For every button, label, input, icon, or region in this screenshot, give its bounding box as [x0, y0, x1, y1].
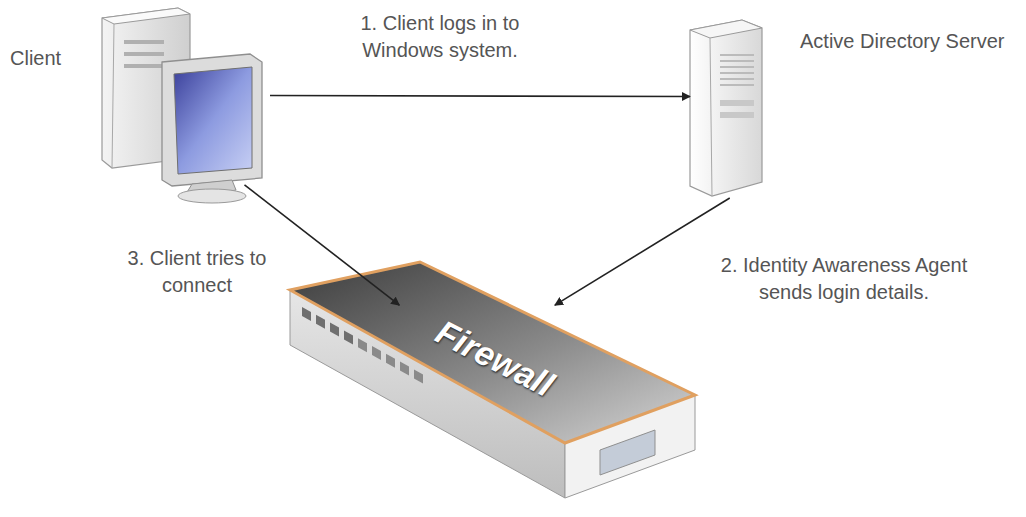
firewall-node: Firewall	[290, 262, 695, 498]
port-row	[302, 307, 423, 383]
arrow-connector	[270, 96, 690, 97]
port	[330, 323, 339, 337]
arrow-connector	[555, 198, 730, 305]
port	[344, 330, 353, 344]
firewall-appliance	[290, 262, 695, 498]
arrow-connector	[245, 185, 400, 305]
port	[372, 346, 381, 360]
step-label: 2. Identity Awareness Agent sends login …	[698, 252, 990, 306]
client-computer	[102, 8, 262, 203]
port	[386, 354, 395, 368]
port	[316, 315, 325, 329]
port	[414, 369, 423, 383]
step-label: 1. Client logs in to Windows system.	[320, 10, 560, 64]
server-tower	[690, 20, 762, 196]
server-node: Active Directory Server	[690, 20, 765, 198]
port	[400, 362, 409, 376]
port	[302, 307, 311, 321]
node-label: Client	[10, 45, 90, 71]
node-label: Active Directory Server	[800, 28, 1005, 54]
client-node: Client	[100, 10, 270, 200]
node-label: Firewall	[397, 295, 593, 421]
port	[358, 338, 367, 352]
step-label: 3. Client tries to connect	[122, 245, 272, 299]
